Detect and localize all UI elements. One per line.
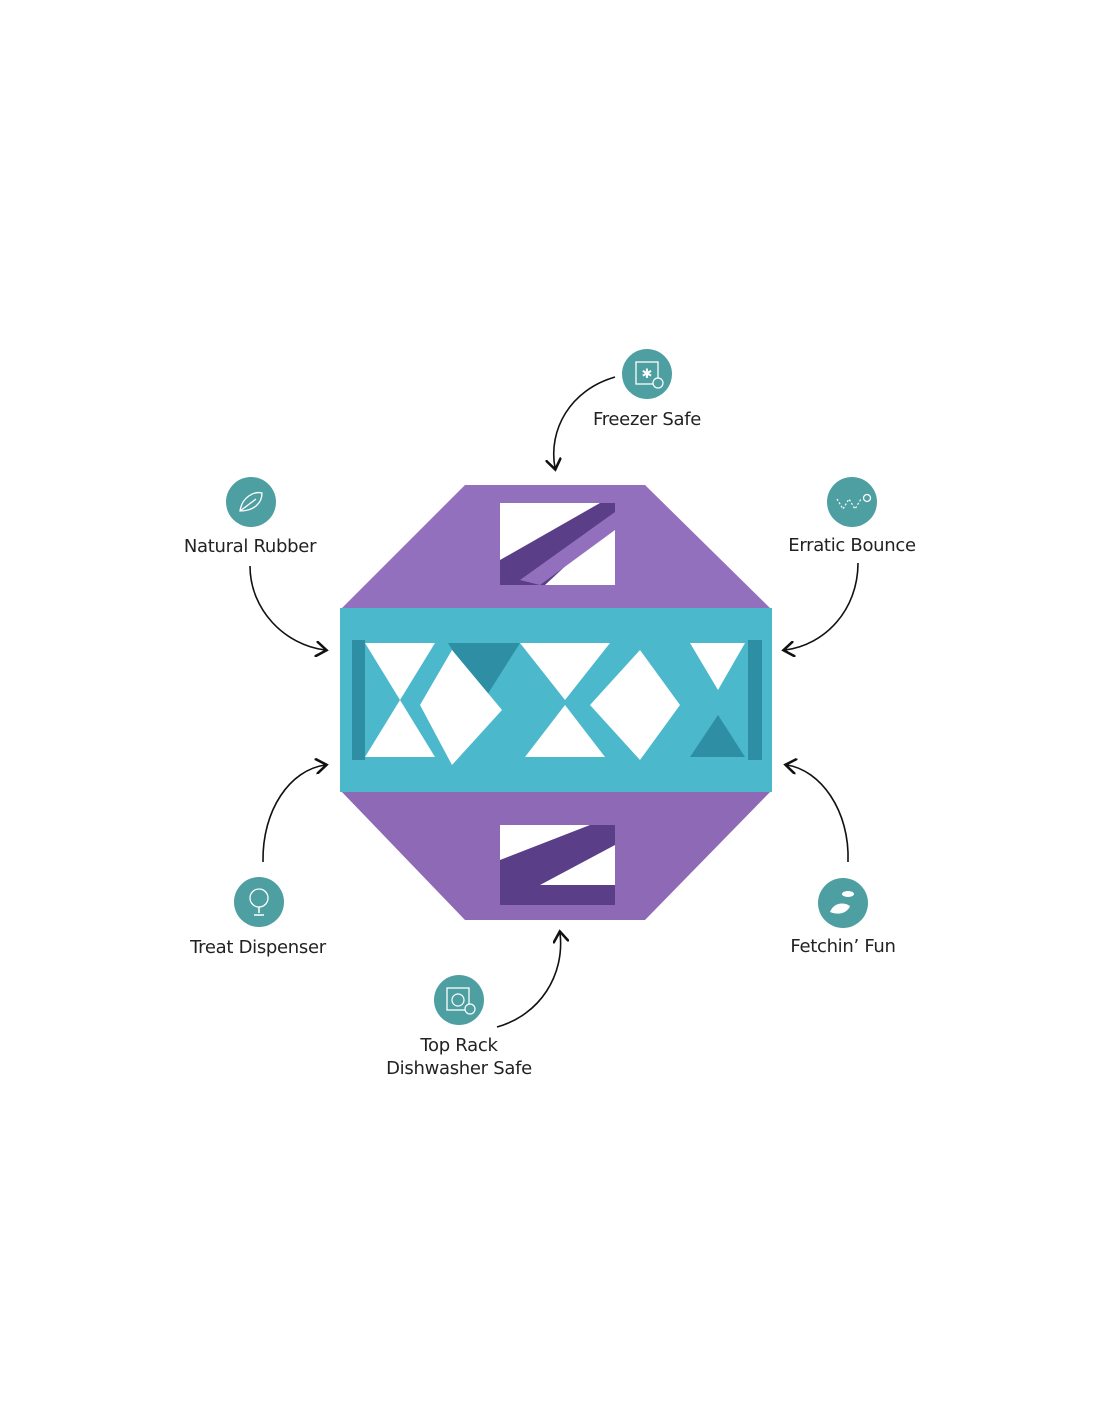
arrow-natural-rubber bbox=[249, 565, 325, 650]
dishwasher-icon bbox=[434, 975, 484, 1025]
svg-text:✱: ✱ bbox=[642, 367, 653, 382]
feature-label-line2: Dishwasher Safe bbox=[386, 1058, 532, 1079]
arrow-freezer bbox=[554, 376, 616, 468]
feature-label-treat-dispenser: Treat Dispenser bbox=[190, 937, 326, 958]
arrow-erratic-bounce bbox=[785, 562, 859, 650]
arrow-dishwasher bbox=[496, 933, 561, 1028]
feature-label-dishwasher-safe: Top Rack Dishwasher Safe bbox=[386, 1034, 532, 1080]
product-ball bbox=[340, 485, 772, 920]
arrow-treat bbox=[262, 765, 325, 863]
freezer-icon: ✱ bbox=[622, 349, 672, 399]
feature-label-natural-rubber: Natural Rubber bbox=[183, 536, 317, 557]
treat-icon bbox=[234, 877, 284, 927]
leaf-icon bbox=[226, 477, 276, 527]
feature-label-freezer-safe: Freezer Safe bbox=[592, 409, 702, 430]
bounce-icon bbox=[827, 477, 877, 527]
feature-label-fetchin-fun: Fetchin’ Fun bbox=[790, 936, 896, 957]
arrow-fetch bbox=[787, 765, 849, 863]
feature-label-line1: Top Rack bbox=[420, 1035, 498, 1056]
fetch-icon bbox=[818, 878, 868, 928]
arrows bbox=[249, 376, 859, 1028]
feature-label-erratic-bounce: Erratic Bounce bbox=[788, 535, 916, 556]
